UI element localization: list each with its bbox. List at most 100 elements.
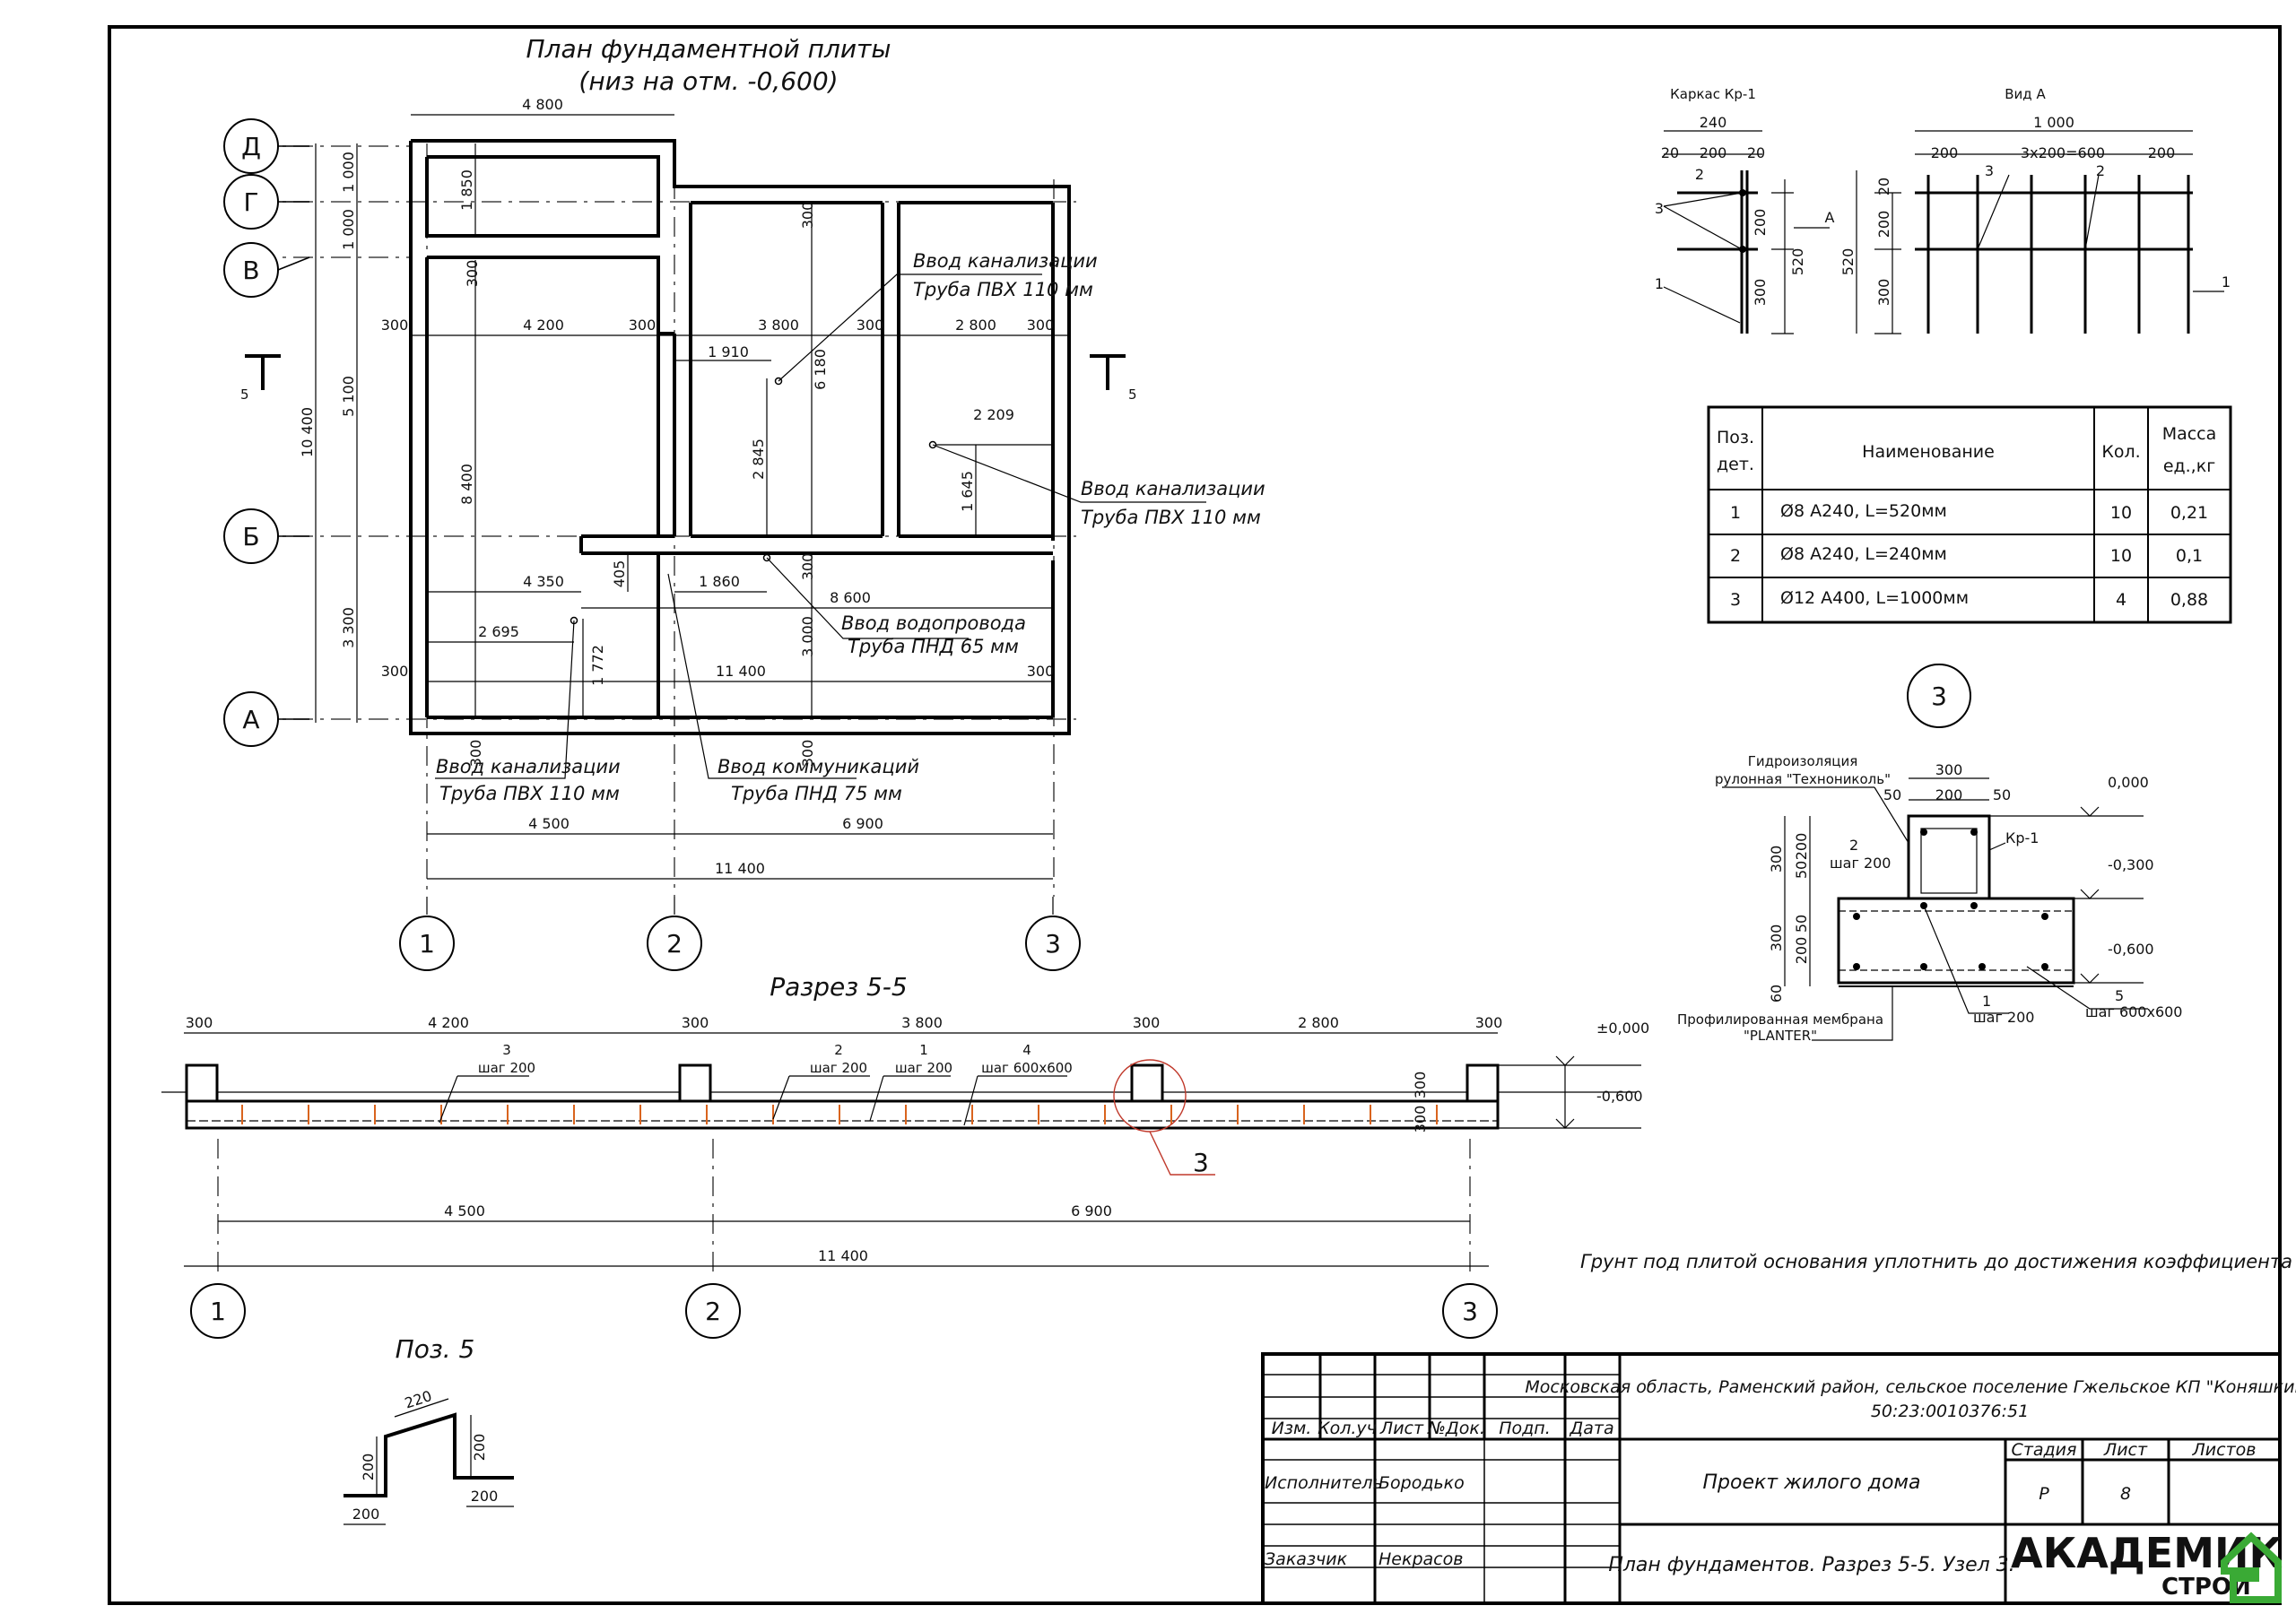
spec-row-1-pos: 1	[1730, 503, 1741, 523]
view-a-dim-200a: 200	[1931, 144, 1959, 161]
node3-dim-300: 300	[1935, 761, 1963, 778]
node3-dim-50b: 50	[1993, 786, 2011, 803]
callout-sewer-1-line1: Ввод канализации	[913, 250, 1098, 272]
view-a-dim-520: 520	[1839, 248, 1857, 276]
node3-membrane-line1: Профилированная мембрана	[1677, 1011, 1883, 1028]
dim-bottom-11400: 11 400	[715, 860, 765, 877]
tb-address: Московская область, Раменский район, сел…	[1525, 1377, 2296, 1397]
kr1-dim-200: 200	[1700, 144, 1727, 161]
sec-dim-300-upper: 300	[1412, 1072, 1429, 1099]
dim-4350: 4 350	[523, 573, 564, 590]
section-node-ref: 3	[1193, 1148, 1209, 1177]
dim-1000a: 1 000	[340, 152, 357, 193]
tb-sheets-label: Листов	[2192, 1440, 2257, 1460]
dim-2209: 2 209	[973, 406, 1014, 423]
spec-row-1-qty: 10	[2110, 503, 2132, 523]
spec-header-mass-line2: ед.,кг	[2163, 456, 2215, 476]
axis-label-3: 3	[1045, 929, 1061, 959]
sec-dim-4200: 4 200	[428, 1014, 469, 1031]
dim-8600: 8 600	[830, 589, 871, 606]
dim-300-bot: 300	[467, 740, 484, 768]
node-3-detail: 3 Гидроизоляция рулонная "Технониколь" 3…	[1677, 664, 2182, 1044]
dim-300-br: 300	[1027, 663, 1055, 680]
axis-label-d: Д	[241, 132, 261, 161]
tb-col-ndok: №Док.	[1427, 1419, 1485, 1438]
dim-300-bot2: 300	[799, 740, 816, 768]
dim-1645: 1 645	[959, 471, 976, 512]
spec-row-2-mass: 0,1	[2176, 546, 2203, 566]
axis-bubble-3	[1025, 916, 1081, 971]
sec-dim-2800: 2 800	[1298, 1014, 1339, 1031]
view-a-pos-2: 2	[2096, 162, 2105, 179]
dim-2845: 2 845	[750, 438, 767, 480]
node3-mark: 3	[1931, 681, 1947, 711]
node3-membrane-line2: "PLANTER"	[1744, 1028, 1817, 1044]
view-a-pos-1: 1	[2222, 273, 2231, 291]
tb-col-podp: Подп.	[1499, 1419, 1551, 1438]
sheet-frame	[108, 25, 2282, 1605]
dim-w300b: 300	[629, 317, 657, 334]
axis-label-v: В	[242, 256, 259, 285]
dim-300-v: 300	[464, 260, 481, 288]
view-a-pos-3: 3	[1985, 162, 1994, 179]
spec-header-qty: Кол.	[2101, 442, 2140, 462]
tb-col-izm: Изм.	[1272, 1419, 1312, 1438]
dim-w300d: 300	[1027, 317, 1055, 334]
node3-v200a: 200	[1793, 833, 1810, 861]
spec-row-3-mass: 0,88	[2170, 590, 2208, 610]
sec-axis-bubble-3	[1442, 1283, 1498, 1339]
dim-bottom-6900: 6 900	[842, 815, 883, 832]
kr1-pos-1: 1	[1655, 275, 1664, 292]
tb-executor-label: Исполнитель	[1265, 1473, 1383, 1493]
kr1-pos-2: 2	[1695, 166, 1704, 183]
sec-dim-3800: 3 800	[901, 1014, 943, 1031]
dim-1772: 1 772	[589, 645, 606, 686]
kr1-arrow-a: A	[1825, 209, 1835, 226]
tb-cadastral: 50:23:0010376:51	[1871, 1402, 2029, 1421]
view-a-dim-1000: 1 000	[2033, 114, 2074, 131]
axis-label-b: Б	[242, 522, 259, 551]
spec-header-mass-line1: Масса	[2162, 424, 2217, 444]
sec-elev-top: ±0,000	[1596, 1020, 1649, 1037]
sec-dim-300-lower: 300	[1412, 1106, 1429, 1133]
sec-bottom-11400: 11 400	[818, 1247, 868, 1264]
callout-sewer-2-line1: Ввод канализации	[1081, 478, 1265, 499]
callout-utility-line2: Труба ПНД 75 мм	[731, 783, 902, 804]
node3-pos5-step: шаг 600х600	[2085, 1003, 2182, 1020]
view-a-detail: Вид А 1 000 200 3х200=600 200 20	[1839, 86, 2231, 334]
node3-pos2: 2	[1849, 837, 1858, 854]
pos5-dim-220: 220	[403, 1387, 434, 1412]
kr1-dim-240: 240	[1700, 114, 1727, 131]
pos5-detail: Поз. 5 220 200 200 200 200	[344, 1334, 514, 1525]
dim-4800: 4 800	[522, 96, 563, 113]
sec-axis-label-3: 3	[1462, 1297, 1478, 1326]
node3-v50a: 50	[1793, 861, 1810, 879]
sec-bottom-6900: 6 900	[1071, 1202, 1112, 1219]
sec-label-p1: 1	[919, 1042, 928, 1058]
node3-pos1-step: шаг 200	[1973, 1009, 2034, 1026]
sec-dim-300c: 300	[1133, 1014, 1161, 1031]
foundation-plan: План фундаментной плиты (низ на отм. -0,…	[223, 34, 1265, 971]
node3-v300b: 300	[1768, 924, 1785, 952]
tb-sheet: 8	[2120, 1484, 2131, 1504]
node3-pos5: 5	[2115, 987, 2124, 1004]
pos5-dim-200b: 200	[471, 1434, 488, 1462]
node3-v300a: 300	[1768, 846, 1785, 873]
soil-compaction-note: Грунт под плитой основания уплотнить до …	[1580, 1251, 2296, 1272]
node3-v60: 60	[1768, 985, 1785, 1002]
callout-utility-line1: Ввод коммуникаций	[718, 756, 919, 777]
node3-pos2-step: шаг 200	[1830, 855, 1891, 872]
callout-sewer-3-line2: Труба ПВХ 110 мм	[439, 783, 620, 804]
dim-5100: 5 100	[340, 376, 357, 417]
sec-label-p3-step: шаг 200	[478, 1060, 535, 1076]
callout-sewer-1-line2: Труба ПВХ 110 мм	[913, 279, 1093, 300]
node3-dim-200: 200	[1935, 786, 1963, 803]
spec-header-pos-line2: дет.	[1717, 455, 1754, 474]
dim-bottom-4500: 4 500	[528, 815, 570, 832]
spec-row-3-qty: 4	[2116, 590, 2126, 610]
view-a-dim-300v: 300	[1875, 279, 1892, 307]
tb-sheet-label: Лист	[2103, 1440, 2148, 1460]
spec-row-1-mass: 0,21	[2170, 503, 2208, 523]
kr1-dim-20b: 20	[1747, 144, 1765, 161]
